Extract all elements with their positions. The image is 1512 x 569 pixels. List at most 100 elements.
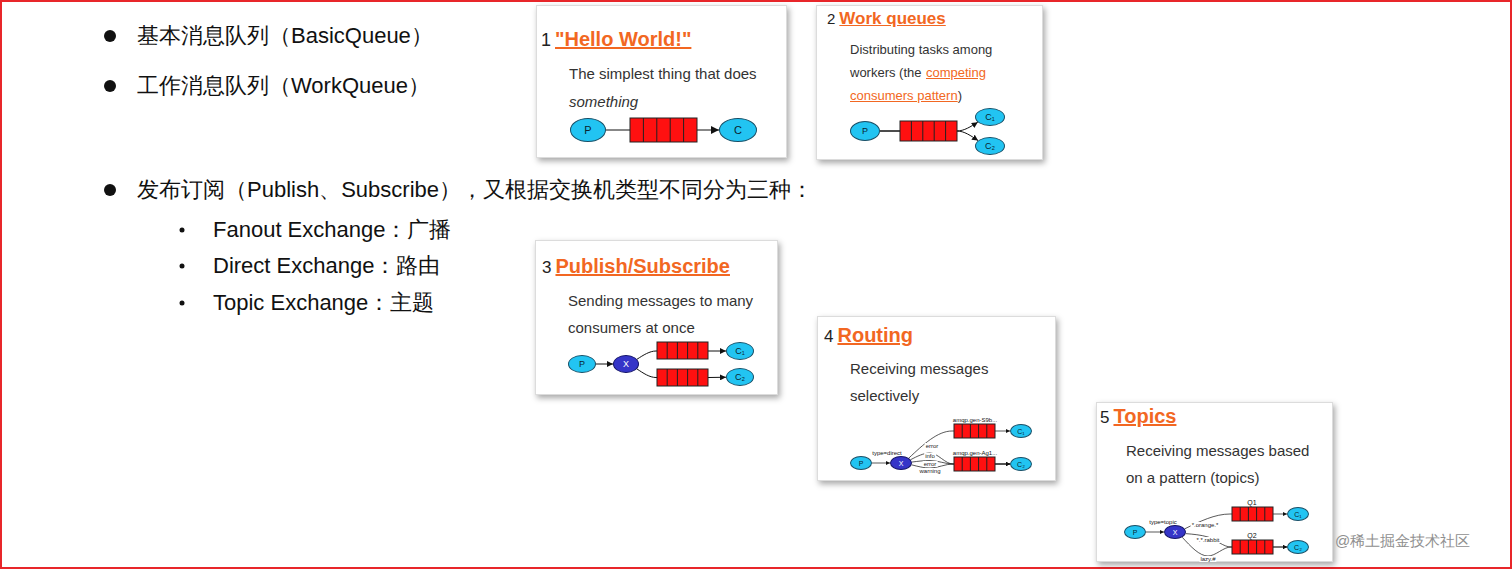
producer-node: P — [570, 118, 606, 142]
node-letter: C₂ — [1017, 461, 1025, 468]
exchange-type-text: type=topic — [1149, 519, 1177, 525]
node-letter: C₁ — [1294, 511, 1301, 518]
node-letter: X — [1173, 529, 1178, 536]
node-letter: C₁ — [985, 113, 995, 122]
node-letter: P — [584, 125, 591, 136]
routing-key: info — [924, 444, 936, 462]
producer-node: P — [850, 121, 880, 141]
tutorial-card: 4RoutingReceiving messages selectivelyP X… — [817, 316, 1056, 481]
routing-key-text: *.orange.* — [1191, 522, 1220, 528]
node-letter: X — [623, 360, 629, 369]
routing-key: *.orange.* — [1191, 513, 1220, 531]
text-group: 4Routing — [824, 323, 913, 349]
exchange-type-text: type=direct — [872, 450, 902, 456]
producer-node: P — [568, 355, 596, 373]
consumer-node: C₂ — [975, 137, 1005, 155]
routing-key-text: lazy.# — [1199, 556, 1216, 562]
watermark: @稀土掘金技术社区 — [1335, 531, 1470, 551]
routing-key: warning — [918, 459, 941, 477]
node-letter: X — [899, 460, 904, 467]
card-title: Work queues — [839, 9, 945, 28]
card-description: ) — [958, 88, 962, 103]
queue-name: amqp.gen-Ag1... — [953, 441, 997, 459]
text-group: Receiving messages selectively — [850, 355, 1050, 409]
node-letter: C₁ — [1017, 428, 1024, 435]
card-description: The simplest thing that does — [569, 65, 757, 82]
bullet-text: 基本消息队列（BasicQueue） — [137, 23, 433, 49]
text-group: The simplest thing that does — [569, 60, 781, 88]
bullet-text-text: 工作消息队列（WorkQueue） — [137, 73, 430, 98]
sub-bullet-text: Fanout Exchange：广播 — [213, 217, 451, 243]
card-title: Publish/Subscribe — [555, 255, 729, 277]
card-title: "Hello World!" — [555, 28, 691, 50]
card-title: Routing — [837, 324, 913, 346]
text-group: 5Topics — [1100, 404, 1176, 430]
text-group: Distributing tasks among workers (the co… — [850, 38, 1026, 107]
node-letter: C₂ — [985, 142, 995, 151]
queue-name-text: Q1 — [1247, 499, 1256, 506]
sub-bullet-text-text: Topic Exchange：主题 — [213, 290, 434, 315]
sub-bullet-text: Topic Exchange：主题 — [213, 290, 434, 316]
consumer-node: C₁ — [726, 342, 754, 360]
exchange-node: X — [613, 355, 639, 373]
text-group: 1"Hello World!" — [541, 27, 691, 53]
sub-bullet-text-text: Fanout Exchange：广播 — [213, 217, 451, 242]
node-letter: C — [734, 125, 742, 136]
watermark-text: @稀土掘金技术社区 — [1335, 532, 1470, 549]
message-arrow — [872, 463, 890, 464]
exchange-node: X — [1164, 525, 1186, 539]
consumer-node: C₁ — [1010, 424, 1032, 438]
consumer-node: C₂ — [1010, 457, 1032, 471]
bullet-text-text: 基本消息队列（BasicQueue） — [137, 23, 433, 48]
card-number: 2 — [827, 10, 835, 27]
producer-node: P — [1124, 525, 1146, 539]
consumer-node: C₂ — [1287, 540, 1309, 554]
bullet-dots — [104, 30, 185, 306]
exchange-node: X — [890, 456, 912, 470]
sub-bullet-text-text: Direct Exchange：路由 — [213, 253, 440, 278]
routing-key: error — [923, 452, 938, 470]
node-letter: P — [862, 127, 868, 136]
bullet-text-text: 发布订阅（Publish、Subscribe），又根据交换机类型不同分为三种： — [137, 177, 813, 202]
text-group: something — [569, 88, 781, 116]
node-letter: P — [1133, 529, 1138, 536]
routing-key-text: error — [923, 461, 938, 467]
node-letter: P — [579, 360, 585, 369]
text-group: 3Publish/Subscribe — [542, 254, 730, 280]
bullet-text: 工作消息队列（WorkQueue） — [137, 73, 430, 99]
card-title: Topics — [1113, 405, 1176, 427]
node-letter: C₂ — [1294, 544, 1302, 551]
routing-key: lazy.# — [1199, 547, 1216, 565]
message-arrow — [596, 364, 613, 365]
queue-name: Q1 — [1247, 491, 1256, 509]
card-description: something — [569, 93, 638, 110]
bullet-text: 发布订阅（Publish、Subscribe），又根据交换机类型不同分为三种： — [137, 177, 813, 203]
queue-name: amqp.gen-S9b... — [953, 408, 997, 426]
routing-key-text: warning — [918, 468, 941, 474]
message-arrow — [1182, 537, 1287, 556]
card-number: 5 — [1100, 408, 1109, 427]
consumer-node: C₂ — [726, 368, 754, 386]
exchange-type: type=direct — [872, 441, 902, 459]
node-letter: C₁ — [735, 347, 745, 356]
exchange-type: type=topic — [1149, 510, 1177, 528]
card-number: 4 — [824, 327, 833, 346]
consumer-node: C — [719, 118, 757, 142]
queue-name: Q2 — [1247, 524, 1256, 542]
node-letter: P — [859, 460, 864, 467]
card-number: 1 — [541, 30, 551, 50]
card-description: Sending messages to many consumers at on… — [568, 292, 753, 336]
routing-key-text: *.*.rabbit — [1195, 537, 1220, 543]
text-group: 2Work queues — [827, 7, 946, 31]
queue-name-text: Q2 — [1247, 532, 1256, 539]
producer-node: P — [850, 456, 872, 470]
card-description: Receiving messages selectively — [850, 360, 988, 404]
message-arrow — [1146, 532, 1164, 533]
queue-name-text: amqp.gen-Ag1... — [953, 450, 997, 456]
card-description: Receiving messages based on a pattern (t… — [1126, 442, 1309, 486]
routing-key: error — [925, 434, 940, 452]
node-letter: C₂ — [735, 373, 745, 382]
consumer-node: C₁ — [975, 108, 1005, 126]
routing-key: *.*.rabbit — [1195, 528, 1220, 546]
routing-key-text: info — [924, 453, 936, 459]
